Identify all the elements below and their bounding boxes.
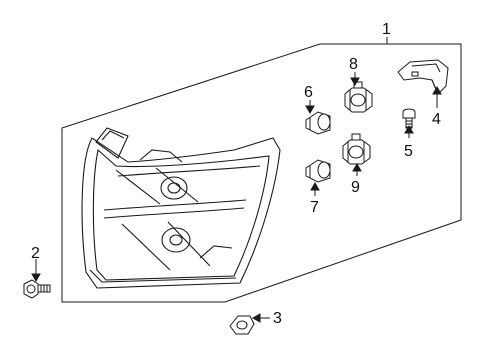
upper-bulb-socket (344, 81, 373, 113)
mounting-screw (23, 279, 51, 299)
lower-bulb-socket (342, 133, 371, 165)
callout-1: 1 (382, 21, 391, 38)
callout-3: 3 (273, 310, 282, 327)
assembly-panel-outline (61, 43, 462, 303)
callout-2: 2 (31, 245, 40, 262)
lamp-cover-bracket (397, 59, 449, 95)
upper-wedge-bulb (305, 111, 331, 135)
small-bolt (402, 108, 416, 129)
callout-4: 4 (432, 111, 441, 128)
callout-6: 6 (304, 84, 313, 101)
push-clip (229, 315, 255, 335)
callout-8: 8 (349, 56, 358, 73)
callout-9: 9 (351, 179, 360, 196)
leader-lines (31, 37, 442, 323)
lower-wedge-bulb (305, 159, 331, 183)
callout-7: 7 (310, 199, 319, 216)
tail-lamp-housing (81, 127, 281, 289)
callout-5: 5 (404, 143, 413, 160)
